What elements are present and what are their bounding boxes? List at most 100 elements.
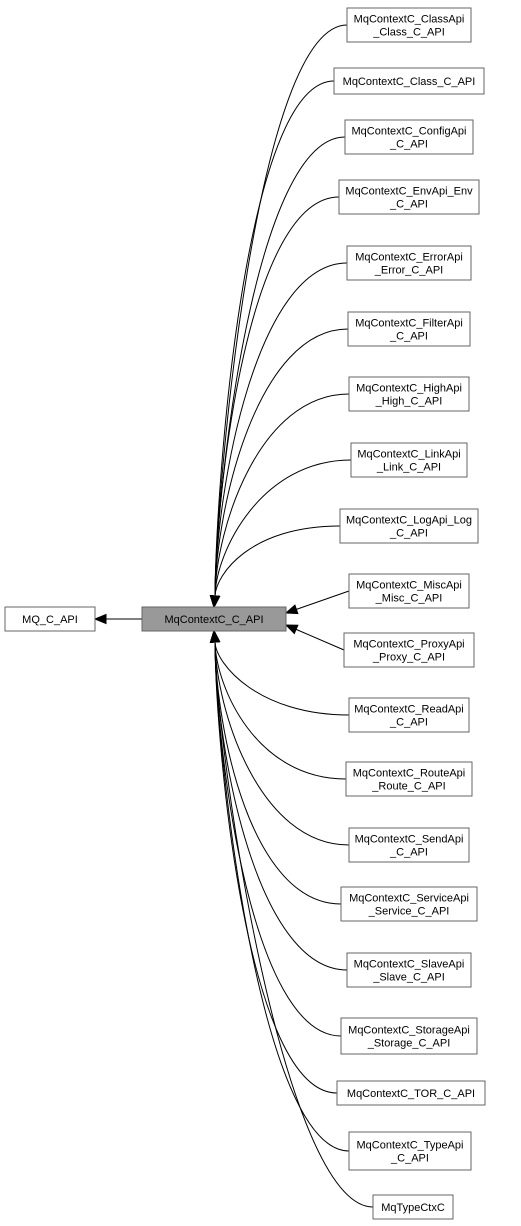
node-label: MQ_C_API bbox=[22, 614, 78, 626]
node-label: MqContextC_SlaveApi bbox=[354, 959, 465, 971]
edge-line bbox=[214, 262, 348, 597]
node-box bbox=[347, 311, 471, 347]
node-box bbox=[348, 827, 470, 863]
edge-line bbox=[214, 641, 374, 1208]
node-tor[interactable]: MqContextC_TOR_C_API bbox=[336, 1080, 486, 1106]
node-label: MqContextC_EnvApi_Env bbox=[345, 186, 473, 198]
node-box bbox=[343, 632, 475, 668]
node-slaveapi[interactable]: MqContextC_SlaveApi_Slave_C_API bbox=[346, 952, 472, 988]
node-box bbox=[348, 573, 470, 609]
node-classapi[interactable]: MqContextC_ClassApi_Class_C_API bbox=[346, 7, 472, 43]
node-box bbox=[340, 1017, 478, 1055]
node-linkapi[interactable]: MqContextC_LinkApi_Link_C_API bbox=[350, 442, 468, 478]
node-label: MqContextC_HighApi bbox=[356, 383, 462, 395]
edge-line bbox=[214, 641, 348, 971]
node-box bbox=[346, 245, 472, 281]
edge-line bbox=[214, 641, 350, 846]
node-label: _Error_C_API bbox=[374, 265, 443, 277]
edge-line bbox=[214, 641, 342, 905]
node-typeapi[interactable]: MqContextC_TypeApi_C_API bbox=[348, 1131, 472, 1171]
edge-linkapi bbox=[209, 459, 352, 609]
node-box bbox=[4, 606, 96, 632]
node-label: MqContextC_RouteApi bbox=[353, 768, 466, 780]
node-box bbox=[348, 376, 470, 412]
node-box bbox=[346, 952, 472, 988]
node-errorapi[interactable]: MqContextC_ErrorApi_Error_C_API bbox=[346, 245, 472, 281]
edge-class bbox=[209, 80, 335, 609]
node-label: _C_API bbox=[389, 199, 428, 211]
node-readapi[interactable]: MqContextC_ReadApi_C_API bbox=[348, 697, 470, 733]
edge-errorapi bbox=[209, 262, 348, 609]
node-label: _Storage_C_API bbox=[367, 1038, 451, 1050]
node-routeapi[interactable]: MqContextC_RouteApi_Route_C_API bbox=[345, 761, 473, 797]
node-storageapi[interactable]: MqContextC_StorageApi_Storage_C_API bbox=[340, 1017, 478, 1055]
node-label: MqContextC_ServiceApi bbox=[349, 893, 469, 905]
node-box bbox=[338, 179, 480, 215]
edge-line bbox=[296, 590, 350, 610]
node-box bbox=[350, 442, 468, 478]
node-sendapi[interactable]: MqContextC_SendApi_C_API bbox=[348, 827, 470, 863]
node-class[interactable]: MqContextC_Class_C_API bbox=[333, 67, 485, 95]
node-label: _C_API bbox=[389, 847, 428, 859]
node-label: MqContextC_ConfigApi bbox=[352, 126, 467, 138]
edge-serviceapi bbox=[209, 629, 342, 905]
edge-logapi bbox=[209, 525, 341, 609]
edge-typectx bbox=[209, 629, 374, 1208]
node-filterapi[interactable]: MqContextC_FilterApi_C_API bbox=[347, 311, 471, 347]
node-label: MqContextC_TypeApi bbox=[357, 1140, 464, 1152]
edge-arrowhead bbox=[93, 613, 107, 625]
node-label: MqContextC_TOR_C_API bbox=[347, 1088, 475, 1100]
node-label: MqContextC_LogApi_Log bbox=[346, 515, 472, 527]
edge-line bbox=[214, 136, 346, 597]
node-label: MqContextC_MiscApi bbox=[356, 580, 462, 592]
edge-to-parent bbox=[93, 613, 142, 625]
node-label: _C_API bbox=[389, 331, 428, 343]
diagram-edges bbox=[93, 24, 374, 1208]
node-miscapi[interactable]: MqContextC_MiscApi_Misc_C_API bbox=[348, 573, 470, 609]
node-box bbox=[348, 697, 470, 733]
node-box bbox=[333, 67, 485, 95]
edge-line bbox=[214, 641, 342, 1037]
edge-line bbox=[214, 641, 350, 1152]
node-envapi[interactable]: MqContextC_EnvApi_Env_C_API bbox=[338, 179, 480, 215]
node-label: MqContextC_FilterApi bbox=[355, 318, 463, 330]
node-box bbox=[346, 7, 472, 43]
node-label: _C_API bbox=[389, 717, 428, 729]
node-label: MqContextC_ReadApi bbox=[354, 704, 463, 716]
node-label: MqContextC_ErrorApi bbox=[355, 252, 463, 264]
node-box bbox=[345, 761, 473, 797]
edge-line bbox=[295, 628, 345, 651]
node-box bbox=[336, 1080, 486, 1106]
edge-classapi bbox=[209, 24, 348, 609]
node-label: _Slave_C_API bbox=[372, 972, 445, 984]
node-label: _C_API bbox=[389, 139, 428, 151]
edge-line bbox=[214, 641, 338, 1094]
node-logapi[interactable]: MqContextC_LogApi_Log_C_API bbox=[339, 508, 479, 544]
edge-arrowhead bbox=[284, 604, 299, 615]
node-serviceapi[interactable]: MqContextC_ServiceApi_Service_C_API bbox=[340, 886, 478, 922]
node-box bbox=[372, 1194, 454, 1220]
edge-line bbox=[214, 80, 335, 597]
edge-arrowhead bbox=[209, 595, 221, 609]
node-highapi[interactable]: MqContextC_HighApi_High_C_API bbox=[348, 376, 470, 412]
node-label: _High_C_API bbox=[375, 396, 443, 408]
node-parent[interactable]: MQ_C_API bbox=[4, 606, 96, 632]
edge-typeapi bbox=[209, 629, 350, 1152]
edge-arrowhead bbox=[284, 624, 299, 635]
node-box bbox=[344, 119, 474, 155]
edge-line bbox=[214, 196, 340, 597]
node-label: _Route_C_API bbox=[371, 781, 445, 793]
node-center[interactable]: MqContextC_C_API bbox=[141, 606, 287, 632]
node-label: _Class_C_API bbox=[372, 27, 445, 39]
edge-line bbox=[214, 641, 347, 780]
edge-tor bbox=[209, 629, 338, 1094]
node-box bbox=[141, 606, 287, 632]
node-configapi[interactable]: MqContextC_ConfigApi_C_API bbox=[344, 119, 474, 155]
node-label: MqContextC_Class_C_API bbox=[343, 76, 476, 88]
node-label: MqContextC_SendApi bbox=[355, 834, 464, 846]
node-proxyapi[interactable]: MqContextC_ProxyApi_Proxy_C_API bbox=[343, 632, 475, 668]
edge-line bbox=[214, 328, 349, 597]
node-typectx[interactable]: MqTypeCtxC bbox=[372, 1194, 454, 1220]
node-label: _Service_C_API bbox=[368, 906, 450, 918]
